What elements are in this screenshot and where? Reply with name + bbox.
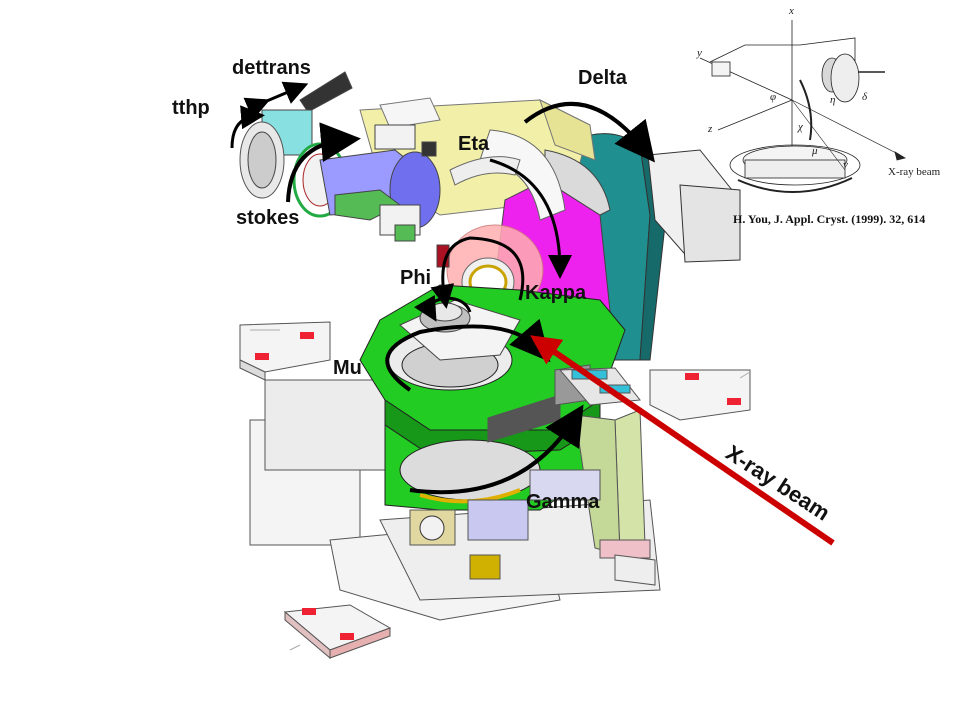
delta-arrow xyxy=(523,101,656,163)
beam-support xyxy=(558,367,656,586)
reference-schematic xyxy=(699,20,907,193)
label-kappa: Kappa xyxy=(525,282,587,304)
ref-citation: H. You, J. Appl. Cryst. (1999). 32, 614 xyxy=(733,212,926,226)
label-stokes: stokes xyxy=(236,207,300,229)
xray-beam-arrow xyxy=(530,335,835,546)
ref-angle-chi: χ xyxy=(798,121,803,133)
rotation-arrows xyxy=(230,81,656,495)
ref-axis-y: y xyxy=(697,47,702,59)
ref-angle-phi: φ xyxy=(770,91,777,103)
label-mu: Mu xyxy=(333,357,362,379)
ref-beam-label: X-ray beam xyxy=(888,166,941,178)
ref-angle-mu: μ xyxy=(812,145,818,157)
tthp-arrow xyxy=(230,105,265,149)
eta-arrow xyxy=(489,158,572,279)
stokes-arrow xyxy=(286,122,361,203)
label-eta: Eta xyxy=(458,133,490,155)
ref-angle-eta: η xyxy=(830,94,836,106)
phi-arrow xyxy=(414,294,472,322)
lower-drives xyxy=(409,469,601,580)
mu-arrow xyxy=(385,318,551,392)
label-gamma: Gamma xyxy=(526,491,600,513)
ref-axis-v: v xyxy=(843,159,848,171)
label-dettrans: dettrans xyxy=(232,57,311,79)
dettrans-arrow xyxy=(243,81,309,120)
ref-axis-x: x xyxy=(789,5,794,17)
label-tthp: tthp xyxy=(172,97,210,119)
label-phi: Phi xyxy=(400,267,432,289)
ref-angle-delta: δ xyxy=(862,91,868,103)
base-red-markers xyxy=(255,332,741,640)
label-delta: Delta xyxy=(578,67,627,89)
ref-axis-z: z xyxy=(708,123,713,135)
gamma-arrow xyxy=(409,404,584,495)
base-rods xyxy=(250,329,751,651)
kappa-arrow xyxy=(430,236,525,309)
